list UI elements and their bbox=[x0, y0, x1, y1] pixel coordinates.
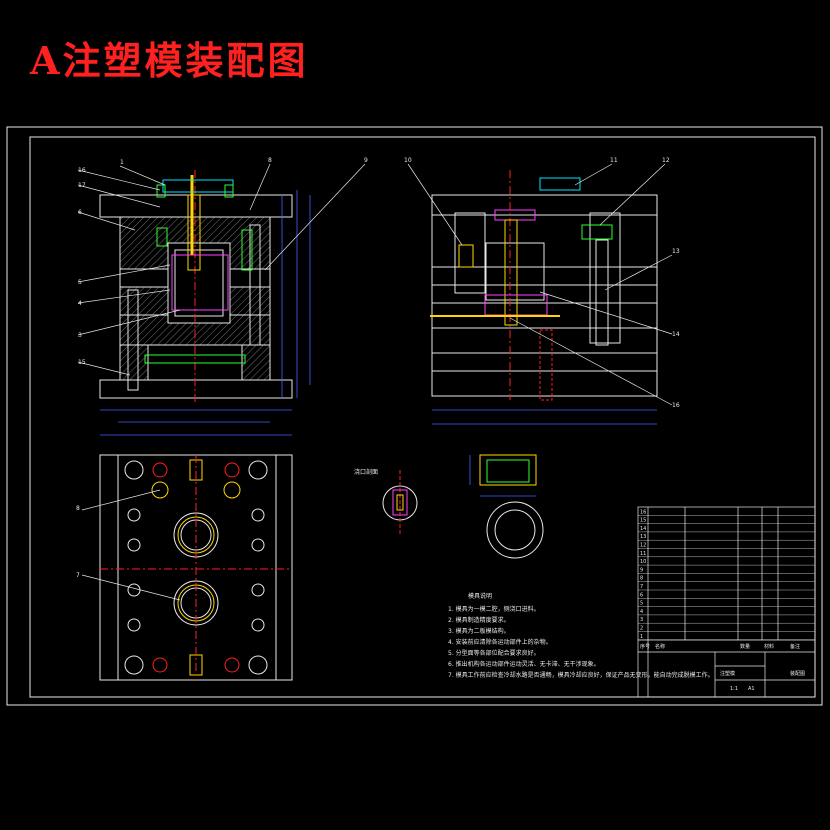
callout-labels-front: 16 17 6 5 4 3 15 1 8 9 bbox=[78, 157, 368, 366]
bom-table bbox=[637, 506, 816, 698]
callout-15: 15 bbox=[78, 359, 86, 366]
bom-header-mat: 材料 bbox=[764, 643, 774, 650]
bom-row-number: 9 bbox=[640, 567, 643, 573]
plan-view-colored bbox=[100, 455, 292, 680]
leader-lines-front bbox=[77, 163, 366, 376]
bom-row-number: 7 bbox=[640, 584, 643, 590]
callout-5: 5 bbox=[78, 279, 82, 286]
title-block-label: 装配图 bbox=[790, 670, 805, 677]
dimension-lines bbox=[100, 190, 311, 436]
callout-1: 1 bbox=[120, 159, 124, 166]
bom-row-number: 5 bbox=[640, 601, 643, 607]
bom-row-number: 13 bbox=[640, 534, 646, 540]
callout-7: 7 bbox=[76, 572, 80, 579]
bom-header-note: 备注 bbox=[790, 643, 800, 650]
callout-9: 9 bbox=[364, 157, 368, 164]
bom-row-number: 8 bbox=[640, 576, 643, 582]
bom-header-no: 序号 bbox=[640, 643, 650, 650]
leader-lines-plan bbox=[81, 489, 181, 601]
notes-title: 模具说明 bbox=[468, 592, 492, 600]
callout-17: 17 bbox=[78, 182, 86, 189]
bom-row-number: 11 bbox=[640, 551, 646, 557]
side-section-colored bbox=[430, 177, 613, 401]
bom-row-number: 4 bbox=[640, 609, 643, 615]
note-3: 3. 模具为二板模结构。 bbox=[448, 627, 510, 635]
bom-row-number: 6 bbox=[640, 592, 643, 598]
note-2: 2. 模具制造精度要求。 bbox=[448, 616, 510, 624]
bom-header-name: 名称 bbox=[655, 643, 665, 650]
bom-header-qty: 数量 bbox=[740, 643, 750, 650]
note-7: 7. 模具工作前应检查冷却水路是否通畅，模具冷却应良好，保证产品无变形，能自动完… bbox=[448, 671, 714, 679]
bom-row-number: 2 bbox=[640, 626, 643, 632]
callout-3: 3 bbox=[78, 332, 82, 339]
callout-10: 10 bbox=[404, 157, 412, 164]
front-section-colored bbox=[144, 175, 253, 364]
callout-6: 6 bbox=[78, 209, 82, 216]
front-section-view bbox=[99, 170, 293, 405]
callout-11: 11 bbox=[610, 157, 618, 164]
side-section-view bbox=[431, 170, 658, 400]
title-block-sheet: A1 bbox=[748, 686, 755, 692]
bom-row-number: 3 bbox=[640, 617, 643, 623]
bom-rows: 16 15 14 13 12 11 10 9 8 7 6 5 4 3 2 1 bbox=[638, 509, 815, 640]
bom-row-number: 14 bbox=[640, 526, 646, 532]
callout-12: 12 bbox=[662, 157, 670, 164]
inner-frame bbox=[29, 136, 816, 698]
leader-lines-side bbox=[407, 163, 673, 406]
bom-row-number: 1 bbox=[640, 634, 643, 640]
bom-row-number: 10 bbox=[640, 559, 646, 565]
note-5: 5. 分型面等各部位配合要求良好。 bbox=[448, 649, 540, 657]
callout-14: 14 bbox=[672, 331, 680, 338]
bom-row-number: 15 bbox=[640, 518, 646, 524]
note-6: 6. 推出机构各运动部件运动灵活、无卡滞、无干涉现象。 bbox=[448, 660, 600, 668]
part-detail bbox=[479, 454, 544, 559]
outer-frame bbox=[6, 126, 823, 706]
gate-section-detail bbox=[382, 470, 418, 535]
note-1: 1. 模具为一模二腔，侧浇口进料。 bbox=[448, 605, 540, 613]
note-4: 4. 安装前应清除各运动部件上的杂物。 bbox=[448, 638, 552, 646]
callout-8: 8 bbox=[268, 157, 272, 164]
callout-16: 16 bbox=[78, 167, 86, 174]
callout-labels-side: 10 11 12 13 14 16 bbox=[404, 157, 680, 409]
title-block-scale: 1:1 bbox=[730, 686, 738, 692]
title-block-drawing-name: 注塑模 bbox=[720, 670, 735, 677]
technical-notes: 模具说明 1. 模具为一模二腔，侧浇口进料。 2. 模具制造精度要求。 3. 模… bbox=[448, 592, 714, 679]
bom-row-number: 16 bbox=[640, 509, 646, 515]
drawing-title: A注塑模装配图 bbox=[30, 38, 309, 83]
bom-header: 序号 名称 数量 材料 备注 bbox=[640, 643, 800, 650]
side-dimension-lines bbox=[432, 409, 657, 425]
section-label: 浇口剖面 bbox=[354, 468, 378, 476]
bom-row-number: 12 bbox=[640, 543, 646, 549]
callout-16b: 16 bbox=[672, 402, 680, 409]
callout-4: 4 bbox=[78, 300, 82, 307]
callout-13: 13 bbox=[672, 248, 680, 255]
callout-8b: 8 bbox=[76, 505, 80, 512]
